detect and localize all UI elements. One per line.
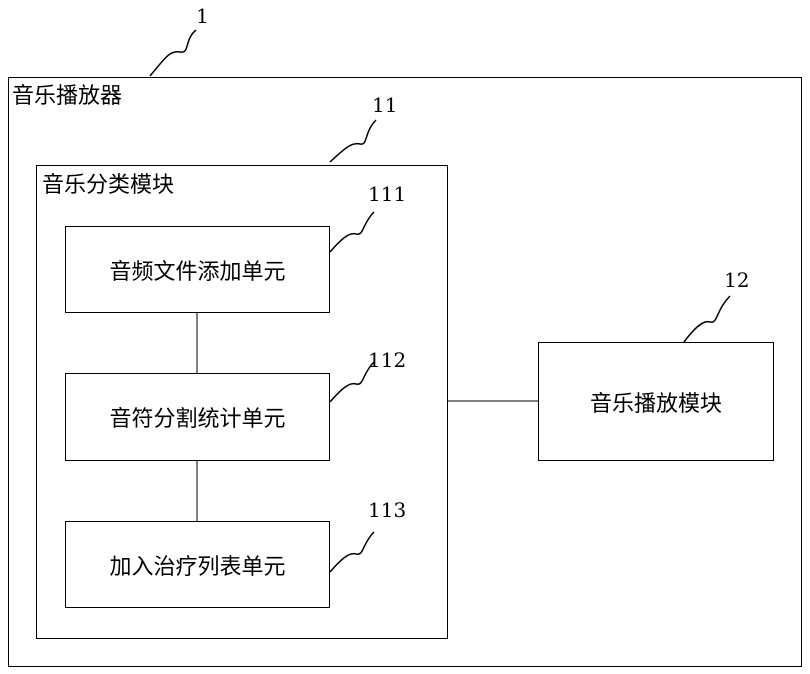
playback-module-box: 音乐播放模块	[538, 342, 774, 461]
ref-label-1: 1	[196, 6, 209, 26]
unit-box-112: 音符分割统计单元	[65, 373, 330, 461]
ref-label-111: 111	[368, 184, 406, 204]
unit-label-112: 音符分割统计单元	[66, 374, 329, 460]
ref-label-11: 11	[372, 95, 397, 115]
ref-label-112: 112	[368, 350, 406, 370]
unit-box-111: 音频文件添加单元	[65, 226, 330, 313]
unit-label-111: 音频文件添加单元	[66, 227, 329, 312]
unit-label-113: 加入治疗列表单元	[66, 522, 329, 607]
music-player-title: 音乐播放器	[12, 86, 122, 108]
ref-label-113: 113	[368, 500, 406, 520]
playback-module-label: 音乐播放模块	[539, 343, 773, 460]
classification-module-title: 音乐分类模块	[42, 175, 174, 197]
unit-box-113: 加入治疗列表单元	[65, 521, 330, 608]
leader-line-1	[150, 30, 196, 76]
ref-label-12: 12	[724, 270, 749, 290]
